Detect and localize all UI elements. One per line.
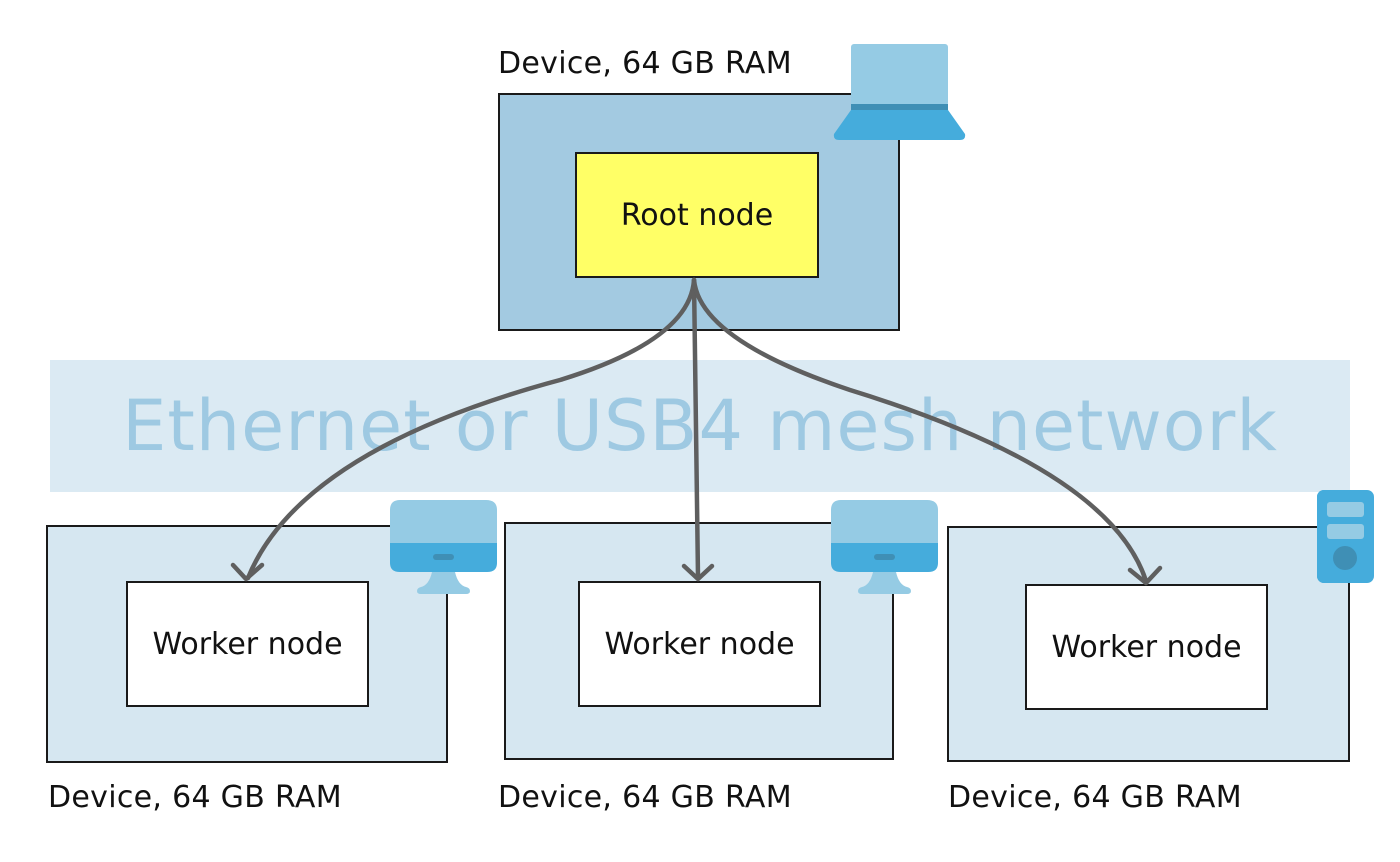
worker-node-3: Worker node — [1025, 584, 1268, 710]
network-band: Ethernet or USB4 mesh network — [50, 360, 1350, 492]
connection-to-worker-3 — [691, 277, 1149, 584]
arrowhead-worker-3 — [1127, 565, 1163, 586]
worker-node-1: Worker node — [126, 581, 369, 707]
connection-to-worker-2 — [691, 277, 701, 580]
worker-node-label-1: Worker node — [152, 626, 343, 662]
worker-device-label-3: Device, 64 GB RAM — [948, 780, 1242, 815]
arrowhead-worker-1 — [230, 562, 265, 582]
arrowhead-worker-2 — [681, 563, 715, 582]
connection-to-worker-1 — [245, 277, 697, 581]
root-device-label: Device, 64 GB RAM — [498, 46, 792, 81]
root-node-label: Root node — [620, 197, 774, 233]
worker-node-label-2: Worker node — [604, 626, 795, 662]
worker-node-label-3: Worker node — [1051, 629, 1242, 665]
network-label: Ethernet or USB4 mesh network — [122, 385, 1278, 467]
worker-device-label-2: Device, 64 GB RAM — [498, 780, 792, 815]
root-device-box — [498, 93, 900, 331]
root-node: Root node — [575, 152, 819, 278]
worker-node-2: Worker node — [578, 581, 821, 707]
worker-device-label-1: Device, 64 GB RAM — [48, 780, 342, 815]
